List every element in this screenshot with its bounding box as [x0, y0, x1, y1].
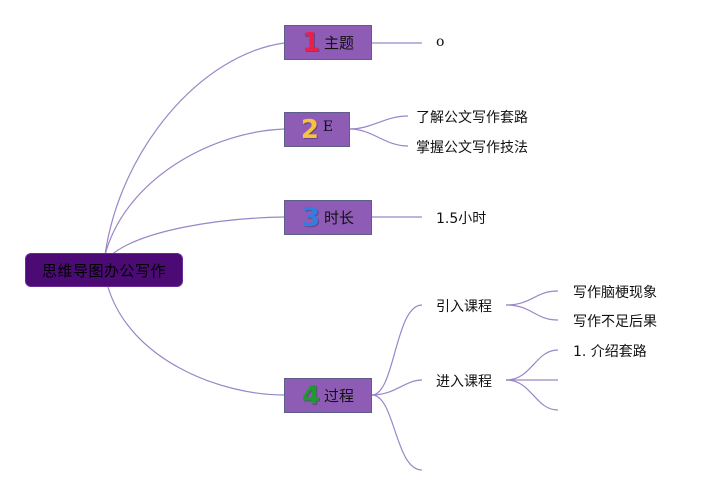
leaf-sub1-2[interactable]: 写作不足后果 — [573, 314, 657, 330]
number-badge-1: 1 — [301, 27, 321, 58]
topic-node-1[interactable]: 1 主题 — [284, 25, 372, 60]
link-topic4-sub3 — [371, 394, 423, 471]
link-sub1-child2 — [505, 304, 559, 321]
leaf-sub1-1[interactable]: 写作脑梗现象 — [573, 285, 657, 301]
leaf-topic3-1[interactable]: 1.5小时 — [436, 211, 487, 227]
subtopic-4-2[interactable]: 进入课程 — [436, 374, 492, 390]
link-root-topic3 — [109, 216, 285, 257]
number-badge-2: 2 — [300, 114, 319, 145]
leaf-sub2-1[interactable]: 1. 介绍套路 — [573, 344, 647, 360]
leaf-topic1-1[interactable]: o — [436, 34, 445, 50]
link-topic2-child2 — [349, 128, 409, 147]
number-badge-3: 3 — [301, 202, 321, 233]
root-label: 思维导图办公写作 — [41, 261, 166, 280]
link-root-topic2 — [104, 128, 285, 256]
leaf-topic2-2[interactable]: 掌握公文写作技法 — [416, 140, 528, 156]
link-topic2-child1 — [349, 115, 409, 130]
number-badge-4: 4 — [301, 380, 321, 411]
topic-node-2[interactable]: 2 E — [284, 112, 350, 147]
subtopic-4-1[interactable]: 引入课程 — [436, 299, 492, 315]
topic-node-4[interactable]: 4 过程 — [284, 378, 372, 413]
link-root-topic1 — [104, 42, 285, 256]
topic-label-4: 过程 — [324, 387, 355, 405]
link-sub1-child1 — [505, 290, 559, 306]
topic-label-3: 时长 — [324, 209, 355, 227]
topic-node-3[interactable]: 3 时长 — [284, 200, 372, 235]
link-topic4-sub2 — [371, 379, 423, 396]
root-node[interactable]: 思维导图办公写作 — [25, 253, 183, 287]
link-root-topic4 — [107, 286, 285, 396]
link-sub2-child1 — [505, 349, 559, 381]
link-topic4-sub1 — [371, 304, 423, 396]
leaf-topic2-1[interactable]: 了解公文写作套路 — [416, 110, 528, 126]
topic-label-2: E — [322, 118, 334, 135]
topic-label-1: 主题 — [324, 34, 355, 52]
link-sub2-child3 — [505, 379, 559, 411]
